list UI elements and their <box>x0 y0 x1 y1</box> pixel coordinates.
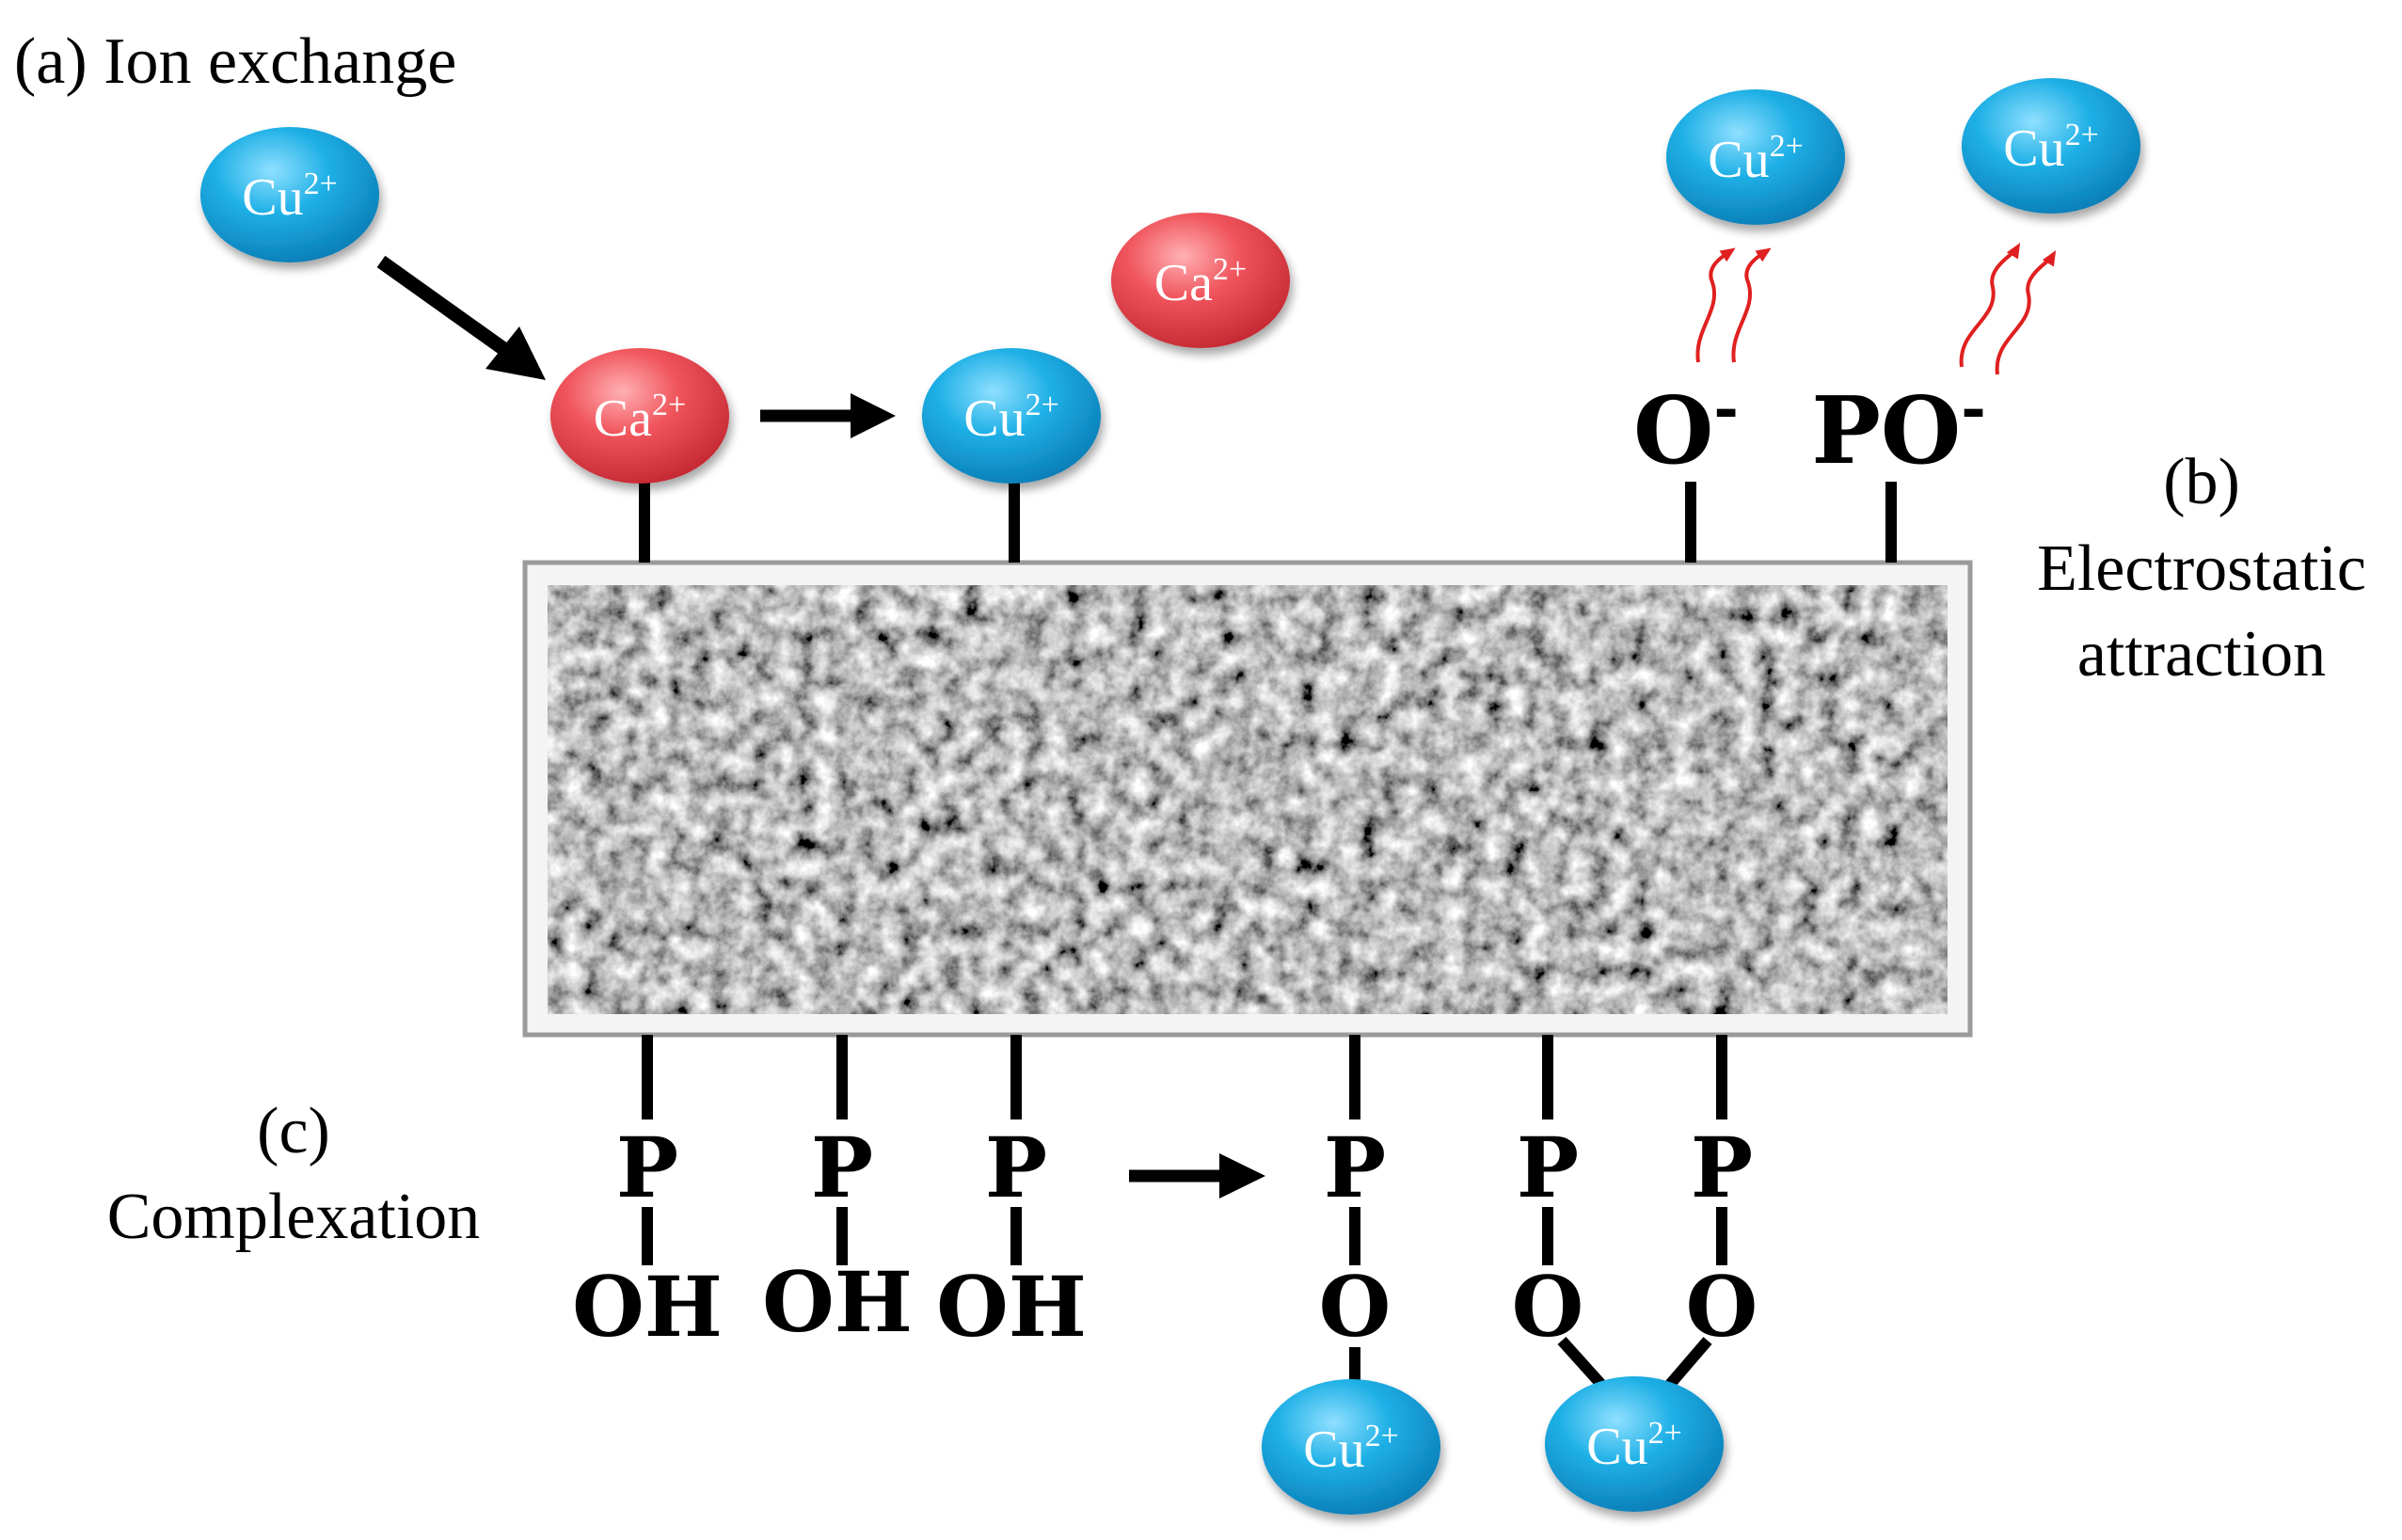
p-atom-6: P <box>1691 1119 1753 1216</box>
po-minus-group: PO- <box>1811 373 1986 485</box>
ion-exchange-label: (a) Ion exchange <box>14 25 456 98</box>
svg-text:Cu2+: Cu2+ <box>2003 118 2099 178</box>
ion-ca-bound: Ca2+ <box>550 348 729 484</box>
o-atom-2: O <box>1512 1258 1584 1356</box>
top-bonds <box>639 480 1897 563</box>
complexation-letter: (c) <box>257 1095 330 1167</box>
complexation-arrowhead <box>1219 1153 1265 1199</box>
o-atom-1: O <box>1319 1258 1392 1356</box>
adsorbent-surface <box>522 560 1973 1038</box>
ion-cu-incoming: Cu2+ <box>200 127 379 262</box>
o-minus-group: O- <box>1633 373 1739 485</box>
svg-text:Cu2+: Cu2+ <box>242 167 338 227</box>
p-atom-2: P <box>811 1119 873 1216</box>
ion-cu-bound: Cu2+ <box>922 348 1101 484</box>
ion-cu-attracted-1: Cu2+ <box>1666 89 1845 225</box>
p-atom-1: P <box>616 1119 678 1216</box>
oh-group-1: OH <box>572 1258 723 1356</box>
attraction-arrows-left <box>1695 247 1772 363</box>
svg-text:Cu2+: Cu2+ <box>1303 1419 1399 1479</box>
ion-cu-complexed-1: Cu2+ <box>1262 1379 1440 1515</box>
oh-group-2: OH <box>762 1253 913 1351</box>
p-atom-4: P <box>1324 1119 1386 1216</box>
complexation-label: Complexation <box>107 1181 481 1253</box>
svg-text:Cu2+: Cu2+ <box>963 388 1059 448</box>
svg-text:Ca2+: Ca2+ <box>1154 252 1247 312</box>
svg-text:Cu2+: Cu2+ <box>1586 1416 1682 1476</box>
exchange-arrowhead <box>851 393 896 438</box>
ion-approach-arrow <box>376 255 520 364</box>
electrostatic-label-line2: attraction <box>2077 618 2326 691</box>
ion-cu-complexed-2: Cu2+ <box>1545 1376 1724 1512</box>
electrostatic-label-line1: Electrostatic <box>2037 532 2366 605</box>
attraction-arrows-right <box>1959 243 2057 375</box>
ion-approach-arrowhead <box>485 326 546 380</box>
ion-cu-attracted-2: Cu2+ <box>1962 78 2140 214</box>
p-atom-3: P <box>985 1119 1047 1216</box>
svg-text:Cu2+: Cu2+ <box>1708 129 1804 189</box>
o-atom-3: O <box>1686 1258 1758 1356</box>
svg-text:Ca2+: Ca2+ <box>594 388 686 448</box>
bottom-bonds <box>642 1035 1727 1392</box>
p-atom-5: P <box>1517 1119 1579 1216</box>
oh-group-3: OH <box>936 1258 1087 1356</box>
ion-ca-released: Ca2+ <box>1111 213 1290 348</box>
electrostatic-letter: (b) <box>2163 446 2240 518</box>
